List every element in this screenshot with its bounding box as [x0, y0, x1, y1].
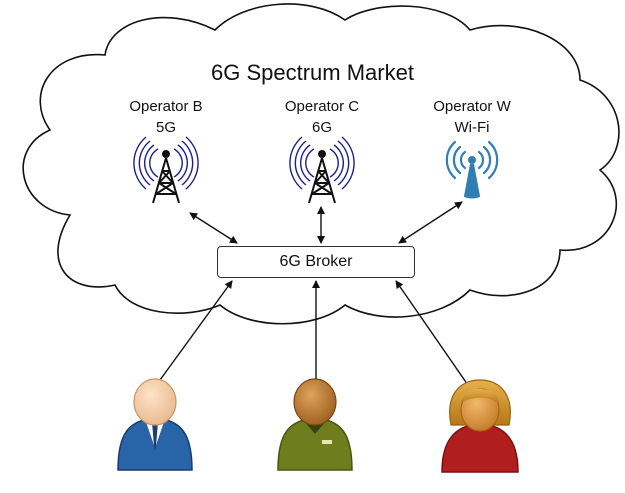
connection-arrows [159, 201, 471, 389]
cell-tower-icon [289, 136, 355, 204]
arrow-user-3 [395, 280, 471, 389]
diagram-title: 6G Spectrum Market [211, 60, 414, 85]
operator-b-label: Operator B 5G [106, 96, 226, 138]
cell-tower-icon [133, 136, 199, 204]
operator-name: Operator B [129, 98, 203, 115]
operator-tech: 6G [311, 119, 332, 136]
operator-w-label: Operator W Wi-Fi [412, 96, 532, 138]
man-icon [277, 378, 353, 471]
businessman-icon [117, 378, 193, 471]
operator-name: Operator W [433, 98, 511, 115]
arrow-operator-w [398, 201, 463, 244]
operator-tech: Wi-Fi [454, 119, 490, 136]
woman-icon [441, 379, 519, 473]
operator-tech: 5G [155, 119, 176, 136]
operator-c-label: Operator C 6G [262, 96, 382, 138]
wifi-antenna-icon [445, 140, 499, 199]
operator-name: Operator C [284, 98, 360, 115]
broker-box: 6G Broker [217, 246, 415, 278]
arrow-user-1 [159, 280, 233, 381]
arrow-operator-b [189, 212, 238, 244]
